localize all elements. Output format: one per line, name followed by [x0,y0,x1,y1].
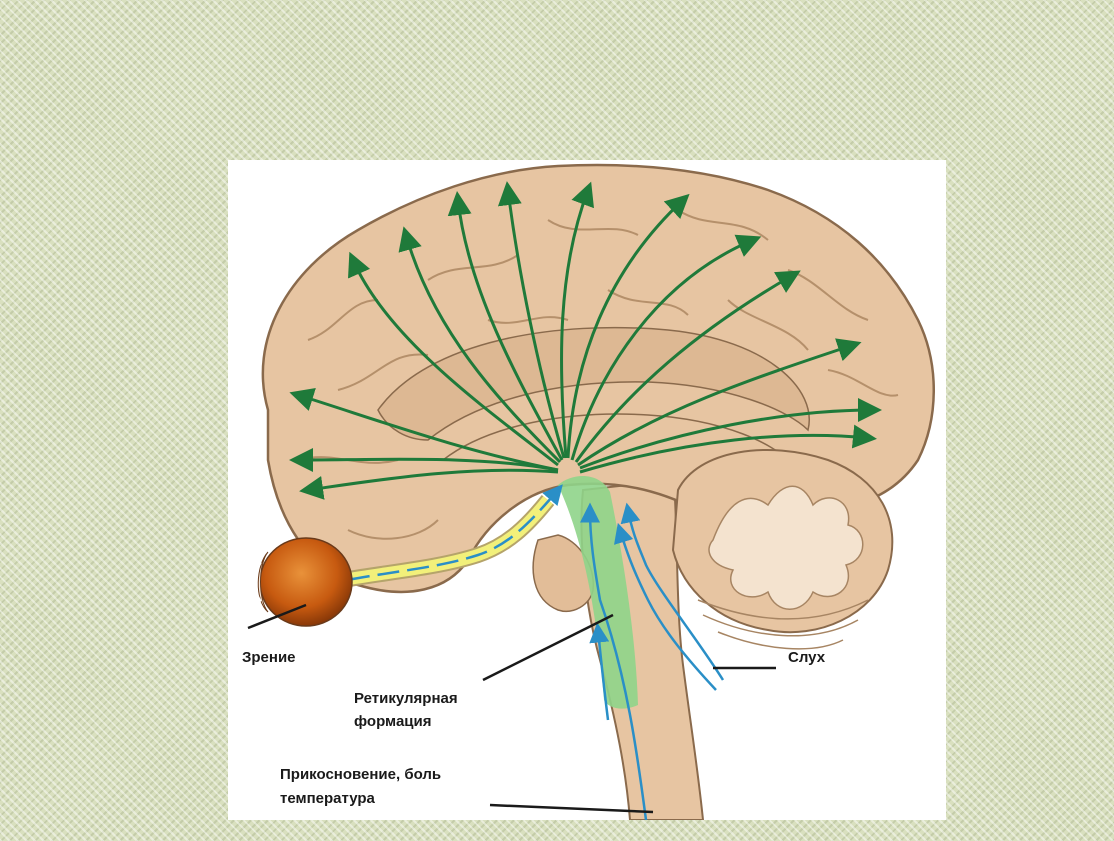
label-touch-1: Прикосновение, боль [280,764,441,785]
eye-icon [254,538,352,626]
label-reticular-1: Ретикулярная [354,688,458,709]
diagram-panel: Зрение Слух Ретикулярная формация Прикос… [228,160,946,820]
brain-diagram [228,160,946,820]
label-hearing: Слух [788,647,825,668]
cerebellum-icon [673,450,892,649]
label-touch-2: температура [280,788,375,809]
label-vision: Зрение [242,647,296,668]
label-reticular-2: формация [354,711,432,732]
